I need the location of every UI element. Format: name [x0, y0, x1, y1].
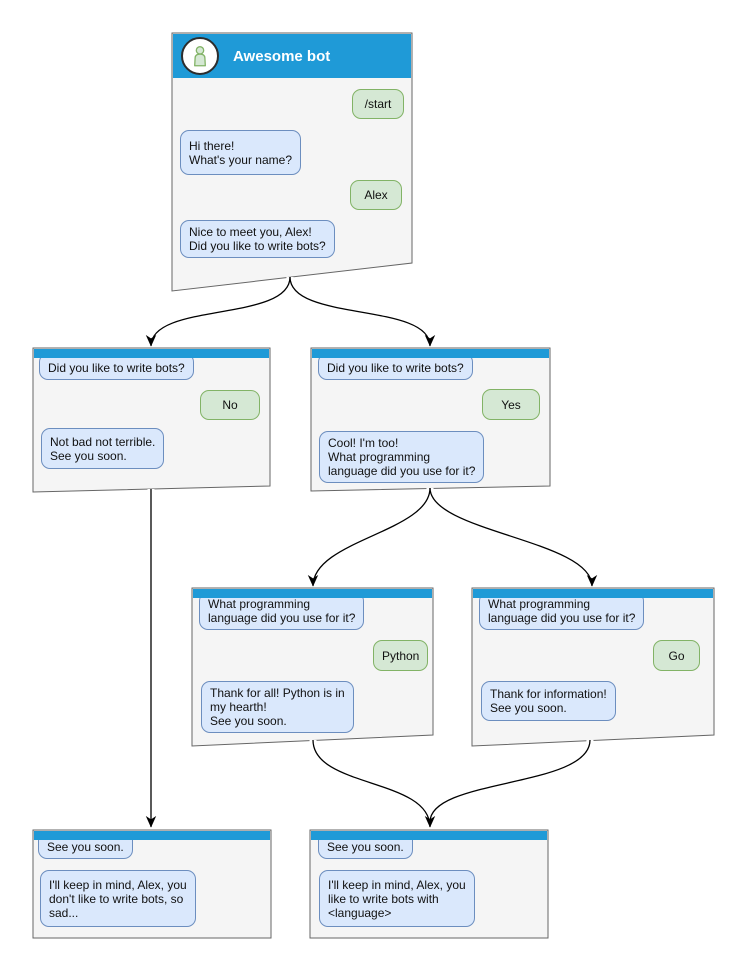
window-title-bar [34, 349, 269, 358]
arrow-python-to-end [312, 739, 436, 828]
bot-message-bubble: Thank for information! See you soon. [481, 681, 616, 721]
window-title-bar [34, 831, 270, 840]
user-message-bubble: Go [653, 640, 700, 671]
context-message-bubble: What programming language did you use fo… [199, 592, 365, 630]
arrow-root-to-yes [289, 276, 436, 347]
bot-message-bubble: Nice to meet you, Alex! Did you like to … [180, 220, 335, 258]
context-message-bubble: What programming language did you use fo… [479, 592, 645, 630]
window-title-bar [312, 349, 549, 358]
bot-message-bubble: Not bad not terrible. See you soon. [41, 428, 165, 469]
bot-message-bubble: I'll keep in mind, Alex, you don't like … [40, 870, 196, 927]
window-title-bar [473, 589, 713, 598]
arrow-yes-to-python [307, 487, 431, 587]
window-title-bar [311, 831, 547, 840]
person-icon [194, 46, 206, 67]
window-title-bar [193, 589, 432, 598]
root-window-title-bar: Awesome bot [173, 34, 411, 78]
user-message-bubble: Python [373, 640, 429, 671]
arrow-yes-to-go [429, 487, 598, 587]
bot-message-bubble: I'll keep in mind, Alex, you like to wri… [319, 870, 475, 927]
user-message-bubble: No [200, 390, 260, 420]
bot-avatar [181, 37, 219, 75]
bot-message-bubble: Cool! I'm too! What programming language… [319, 431, 485, 483]
user-message-bubble: Yes [482, 389, 540, 420]
bot-message-bubble: Hi there! What's your name? [180, 130, 302, 175]
user-message-bubble: /start [352, 89, 404, 119]
bot-message-bubble: Thank for all! Python is in my hearth! S… [201, 681, 354, 733]
user-message-bubble: Alex [350, 180, 402, 210]
arrow-root-to-no [145, 276, 291, 347]
window-title: Awesome bot [233, 47, 331, 65]
arrow-go-to-end [429, 739, 591, 823]
